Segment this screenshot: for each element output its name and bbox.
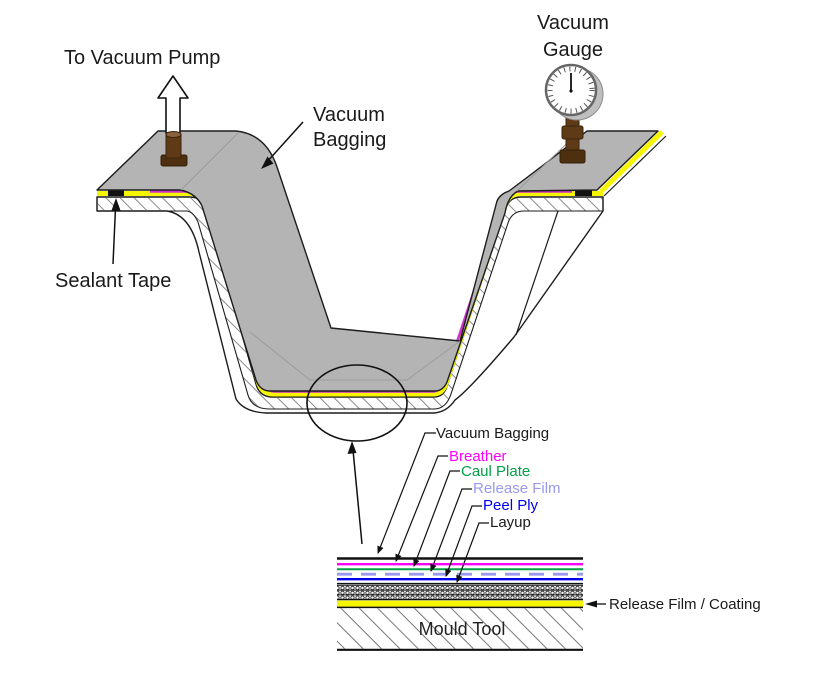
label-stack-peel-ply: Peel Ply bbox=[483, 497, 539, 514]
detail-pointer-head bbox=[347, 441, 357, 454]
mould-underside-edge bbox=[515, 210, 559, 336]
detail-pointer-line bbox=[352, 449, 363, 545]
label-mould-tool: Mould Tool bbox=[419, 619, 506, 639]
leader-vacuum-bagging bbox=[377, 432, 436, 555]
label-vacuum-bagging-line1: Vacuum bbox=[313, 104, 385, 126]
label-vacuum-gauge-line2: Gauge bbox=[543, 39, 603, 61]
sealant-tape-left bbox=[108, 189, 124, 196]
detail-circle bbox=[306, 364, 408, 442]
stack-layup-texture bbox=[337, 585, 583, 600]
sealant-tape-arrow-head bbox=[111, 198, 121, 211]
label-to-vacuum-pump: To Vacuum Pump bbox=[64, 47, 220, 69]
label-stack-vacuum-bagging: Vacuum Bagging bbox=[436, 425, 549, 442]
leader-peel-ply bbox=[445, 505, 482, 578]
vacuum-gauge bbox=[544, 63, 604, 164]
mould-tool-channel bbox=[96, 135, 667, 414]
release-film-layer-right-edge bbox=[599, 130, 664, 194]
mould-right-flange-edge bbox=[603, 135, 667, 197]
layer-stack-detail: Mould Tool Vacuum Bagging Breather Caul … bbox=[337, 425, 761, 651]
vacuum-bag-surface bbox=[96, 130, 659, 392]
leader-layup bbox=[456, 522, 489, 584]
leader-breather bbox=[395, 455, 448, 563]
label-vacuum-gauge-line1: Vacuum bbox=[537, 12, 609, 34]
main-callouts: To Vacuum Pump Vacuum Bagging Vacuum Gau… bbox=[55, 12, 609, 292]
port-top bbox=[165, 131, 182, 138]
label-stack-breather: Breather bbox=[449, 448, 507, 465]
label-stack-release-film: Release Film bbox=[473, 480, 561, 497]
leader-release-film bbox=[430, 488, 472, 573]
vacuum-bagging-arrow-line bbox=[265, 121, 304, 164]
stack-mould-tool-block bbox=[337, 608, 583, 649]
gauge-collar bbox=[561, 125, 584, 140]
vacuum-port bbox=[157, 75, 189, 167]
vacuum-bag bbox=[96, 130, 659, 392]
release-coating-arrow-head bbox=[585, 600, 597, 608]
label-vacuum-bagging-line2: Bagging bbox=[313, 129, 386, 151]
label-sealant-tape: Sealant Tape bbox=[55, 270, 171, 292]
sealant-tape-arrow-line bbox=[112, 207, 117, 265]
label-stack-caul-plate: Caul Plate bbox=[461, 463, 530, 480]
vacuum-bagging-arrow-head bbox=[261, 156, 274, 169]
gauge-ticks bbox=[547, 66, 595, 114]
mould-cut-face-hatched bbox=[96, 196, 604, 410]
label-stack-layup: Layup bbox=[490, 514, 531, 531]
gauge-base bbox=[559, 149, 586, 164]
stack-release-coating-layer bbox=[337, 600, 583, 607]
sealant-tape-right bbox=[575, 189, 592, 196]
pump-arrow-icon bbox=[157, 75, 189, 134]
bag-floor-creases bbox=[249, 331, 461, 381]
gauge-needle-hub bbox=[569, 89, 573, 93]
label-release-film-coating: Release Film / Coating bbox=[609, 596, 761, 613]
leader-caul-plate bbox=[413, 470, 460, 568]
bag-left-shoulder-crease bbox=[180, 131, 240, 191]
